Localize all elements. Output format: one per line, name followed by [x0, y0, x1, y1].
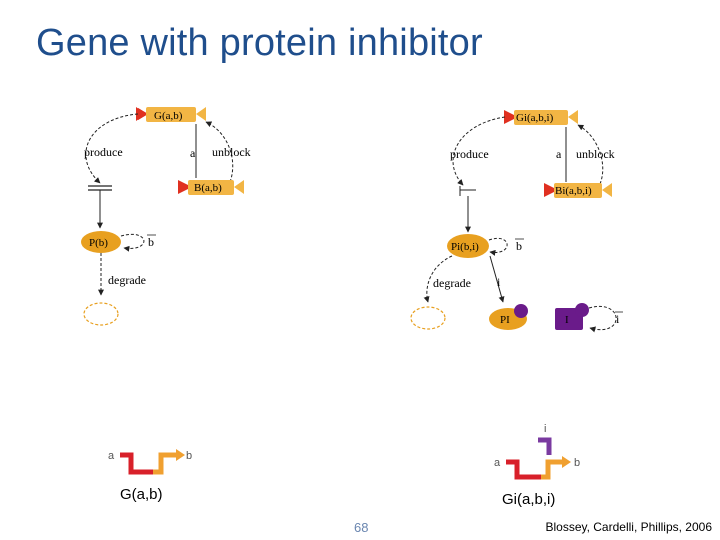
- right-gene-label: Gi(a,b,i): [516, 112, 554, 124]
- right-symbol-a: a: [494, 457, 501, 469]
- right-gene-node: Gi(a,b,i): [504, 110, 578, 125]
- right-diagram: Gi(a,b,i) produce a unblock Bi(a,b,i) Pi…: [410, 110, 623, 333]
- left-protein-label: P(b): [89, 237, 108, 249]
- left-symbol-a: a: [108, 450, 115, 462]
- left-produce-label: produce: [84, 145, 123, 159]
- right-blocked-label: Bi(a,b,i): [555, 185, 592, 197]
- left-protein-node: [81, 231, 121, 253]
- left-void-node: [83, 302, 119, 326]
- right-protein-label: Pi(b,i): [451, 241, 479, 253]
- left-produce-arrow: [85, 113, 139, 184]
- right-symbol-b: b: [574, 457, 580, 469]
- left-gene-label: G(a,b): [154, 110, 183, 122]
- left-blocked-label: B(a,b): [194, 182, 222, 194]
- right-i-self-label: i: [616, 312, 620, 326]
- right-protein-node: [447, 234, 489, 258]
- right-i-self-loop: [588, 305, 617, 333]
- right-blocked-node: Bi(a,b,i): [544, 183, 612, 198]
- right-degrade-arrow: [423, 255, 453, 303]
- right-caption: Gi(a,b,i): [502, 491, 556, 508]
- left-unblock-label: unblock: [212, 145, 251, 159]
- right-produce-label: produce: [450, 147, 489, 161]
- left-degrade-label: degrade: [108, 273, 146, 287]
- right-a-label: a: [556, 147, 562, 161]
- right-degrade-label: degrade: [433, 276, 471, 290]
- credit-text: Blossey, Cardelli, Phillips, 2006: [545, 520, 712, 534]
- left-b-self-label: b: [148, 235, 154, 249]
- page-number: 68: [354, 520, 369, 535]
- right-i-label: i: [497, 275, 501, 289]
- right-produce-arrow: [452, 116, 506, 186]
- left-gene-symbol: a b: [108, 449, 192, 475]
- right-i-arrow: [489, 255, 505, 303]
- right-b-self-loop: [488, 237, 508, 256]
- left-blocked-node: B(a,b): [178, 180, 244, 195]
- slide-title: Gene with protein inhibitor: [36, 22, 483, 64]
- right-symbol-i: i: [544, 423, 546, 435]
- right-unblock-arrow: [577, 124, 604, 185]
- left-caption: G(a,b): [120, 486, 163, 503]
- left-a-label: a: [190, 146, 196, 160]
- left-diagram: G(a,b) produce a unblock B(a,b) P(b) b d…: [81, 107, 251, 326]
- right-inhibitor-label: I: [565, 314, 569, 326]
- right-void-node: [410, 306, 446, 330]
- right-gene-symbol: a b i: [494, 423, 580, 480]
- left-b-self-loop: [120, 234, 145, 252]
- left-gene-node: G(a,b): [136, 107, 206, 122]
- left-symbol-b: b: [186, 450, 192, 462]
- right-unblock-label: unblock: [576, 147, 615, 161]
- right-complex-label: PI: [500, 314, 510, 326]
- left-unblock-arrow: [205, 121, 234, 183]
- right-b-self-label: b: [516, 239, 522, 253]
